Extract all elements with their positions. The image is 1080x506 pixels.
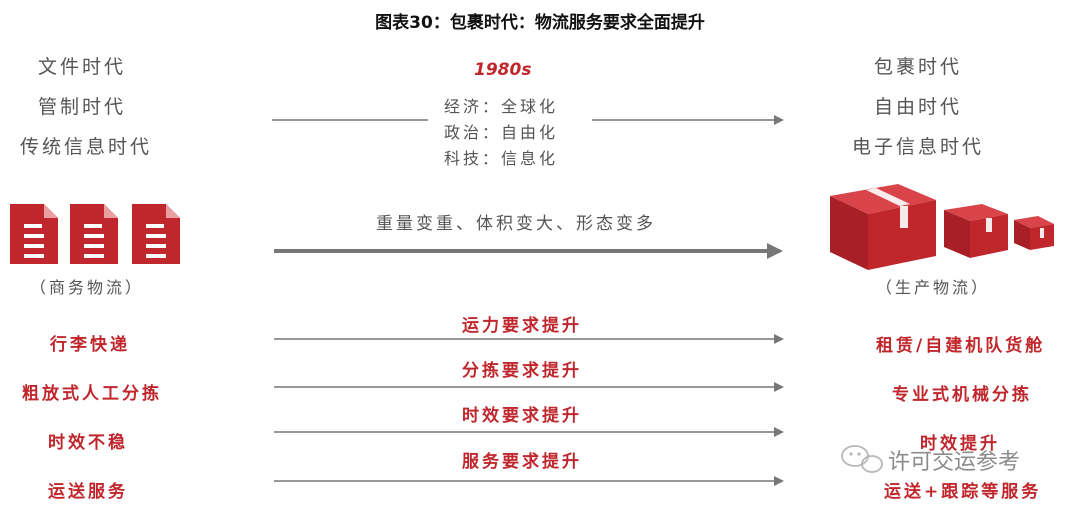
left-era-1: 文件时代 [38,56,127,78]
left-item-delivery: 运送服务 [48,482,128,502]
right-item-machine-sorting: 专业式机械分拣 [892,385,1032,405]
right-era-2: 自由时代 [874,96,963,118]
left-caption: （商务物流） [30,278,145,297]
factor-economy: 经济：全球化 [444,97,559,116]
right-item-tracking: 运送+跟踪等服务 [884,482,1042,502]
arrow-label-service: 服务要求提升 [462,452,582,472]
arrow-label-capacity: 运力要求提升 [462,316,582,336]
arrow-label-sorting: 分拣要求提升 [462,361,582,381]
factor-technology: 科技：信息化 [444,149,559,168]
left-era-3: 传统信息时代 [20,136,153,158]
year-label: 1980s [474,60,532,80]
document-icon [70,204,118,264]
arrow-label-timeliness: 时效要求提升 [462,406,582,426]
change-description: 重量变重、体积变大、形态变多 [376,214,656,234]
left-era-2: 管制时代 [38,96,127,118]
right-item-fleet: 租赁/自建机队货舱 [876,336,1046,356]
left-item-unstable-timing: 时效不稳 [48,433,128,453]
document-icon [132,204,180,264]
package-box-icon [830,184,1054,270]
figure-title: 图表30：包裹时代：物流服务要求全面提升 [375,13,705,33]
right-item-faster: 时效提升 [920,434,1000,454]
factor-politics: 政治：自由化 [444,123,559,142]
left-item-manual-sorting: 粗放式人工分拣 [22,384,162,404]
right-era-1: 包裹时代 [874,56,963,78]
right-caption: （生产物流） [876,278,991,297]
left-item-luggage: 行李快递 [50,335,130,355]
wechat-icon [841,445,883,473]
watermark-text: 许可交运参考 [888,450,1021,475]
right-era-3: 电子信息时代 [852,136,985,158]
document-icon [10,204,58,264]
